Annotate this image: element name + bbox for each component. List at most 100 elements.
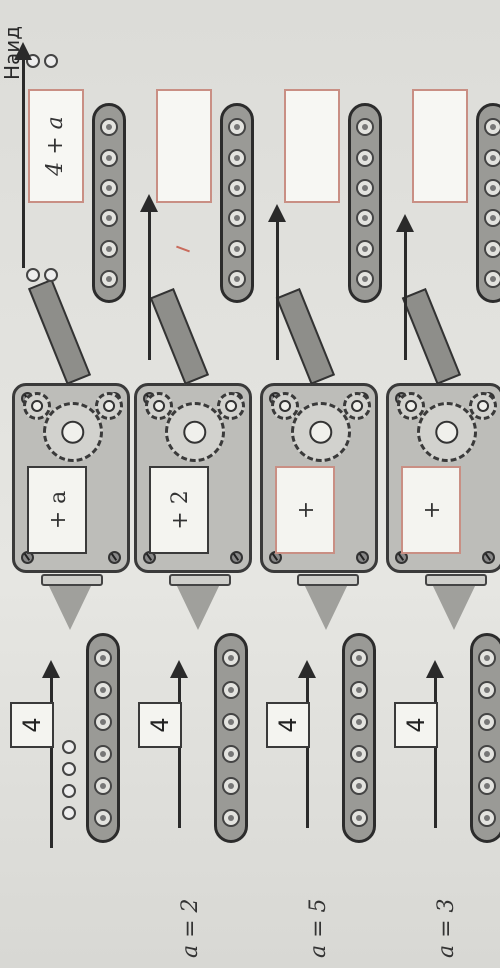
roller-icon <box>356 118 374 137</box>
funnel-icon <box>304 584 348 630</box>
roller-icon <box>478 713 496 731</box>
roller-icon <box>484 209 500 228</box>
conveyor-belt <box>476 103 500 303</box>
ball-icon <box>44 54 58 68</box>
roller-icon <box>478 809 496 827</box>
gear-icon <box>291 402 351 462</box>
roller-icon <box>228 178 246 197</box>
roller-icon <box>350 745 368 763</box>
roller-icon <box>356 148 374 167</box>
funnel-icon <box>432 584 476 630</box>
roller-icon <box>350 809 368 827</box>
conveyor-belt <box>92 103 126 303</box>
output-line <box>148 210 151 360</box>
function-machine: + <box>386 383 500 573</box>
ball-icon <box>62 806 76 820</box>
gear-icon <box>43 402 103 462</box>
variable-label: a = 3 <box>434 898 459 958</box>
gear-icon <box>271 392 299 420</box>
roller-icon <box>478 745 496 763</box>
roller-icon <box>94 777 112 795</box>
screw-icon <box>108 551 121 564</box>
roller-icon <box>100 178 118 197</box>
roller-icon <box>228 118 246 137</box>
output-chute <box>27 278 92 385</box>
roller-icon <box>228 209 246 228</box>
input-line <box>434 678 437 828</box>
ball-icon <box>44 268 58 282</box>
roller-icon <box>484 269 500 288</box>
function-machine: + <box>260 383 378 573</box>
funnel-icon <box>48 584 92 630</box>
screw-icon <box>356 551 369 564</box>
funnel-ring <box>297 574 359 586</box>
roller-icon <box>94 809 112 827</box>
variable-label: a = 5 <box>306 898 331 958</box>
variable-label: a = 2 <box>178 898 203 958</box>
ball-icon <box>26 268 40 282</box>
conveyor-belt <box>470 633 500 843</box>
gear-icon <box>95 392 123 420</box>
input-number-box: 4 <box>10 702 54 748</box>
funnel-icon <box>176 584 220 630</box>
operation-box: + 2 <box>149 466 209 554</box>
input-number-box: 4 <box>266 702 310 748</box>
roller-icon <box>94 681 112 699</box>
output-arrow-icon <box>14 42 32 60</box>
roller-icon <box>100 148 118 167</box>
gear-icon <box>23 392 51 420</box>
roller-icon <box>350 681 368 699</box>
roller-icon <box>100 118 118 137</box>
roller-icon <box>356 178 374 197</box>
roller-icon <box>484 118 500 137</box>
funnel-ring <box>169 574 231 586</box>
conveyor-belt <box>348 103 382 303</box>
input-line <box>178 678 181 828</box>
gear-icon <box>343 392 371 420</box>
output-box[interactable] <box>284 89 340 203</box>
ball-group <box>26 268 58 282</box>
roller-icon <box>478 681 496 699</box>
roller-icon <box>350 713 368 731</box>
roller-icon <box>228 239 246 258</box>
conveyor-belt <box>86 633 120 843</box>
roller-icon <box>100 209 118 228</box>
input-number-box: 4 <box>394 702 438 748</box>
output-chute <box>275 287 336 385</box>
roller-icon <box>222 745 240 763</box>
operation-box: + a <box>27 466 87 554</box>
roller-icon <box>94 713 112 731</box>
output-box[interactable] <box>412 89 468 203</box>
output-line <box>404 230 407 360</box>
output-arrow-icon <box>396 214 414 232</box>
roller-icon <box>350 649 368 667</box>
roller-icon <box>94 649 112 667</box>
funnel-ring <box>425 574 487 586</box>
output-arrow-icon <box>268 204 286 222</box>
input-arrow-icon <box>426 660 444 678</box>
roller-icon <box>228 269 246 288</box>
roller-icon <box>350 777 368 795</box>
roller-icon <box>356 209 374 228</box>
input-arrow-icon <box>42 660 60 678</box>
conveyor-belt <box>220 103 254 303</box>
output-box[interactable] <box>156 89 212 203</box>
ball-icon <box>62 740 76 754</box>
conveyor-belt <box>214 633 248 843</box>
input-number-box: 4 <box>138 702 182 748</box>
function-machine: + a <box>12 383 130 573</box>
screw-icon <box>230 551 243 564</box>
gear-icon <box>469 392 497 420</box>
input-arrow-icon <box>298 660 316 678</box>
function-machine: + 2 <box>134 383 252 573</box>
ball-icon <box>62 762 76 776</box>
roller-icon <box>222 681 240 699</box>
roller-icon <box>100 239 118 258</box>
screw-icon <box>482 551 495 564</box>
machine-row: a = 3 4 + <box>384 0 500 968</box>
roller-icon <box>356 269 374 288</box>
operation-box[interactable]: + <box>275 466 335 554</box>
operation-box[interactable]: + <box>401 466 461 554</box>
pencil-mark <box>176 245 190 253</box>
